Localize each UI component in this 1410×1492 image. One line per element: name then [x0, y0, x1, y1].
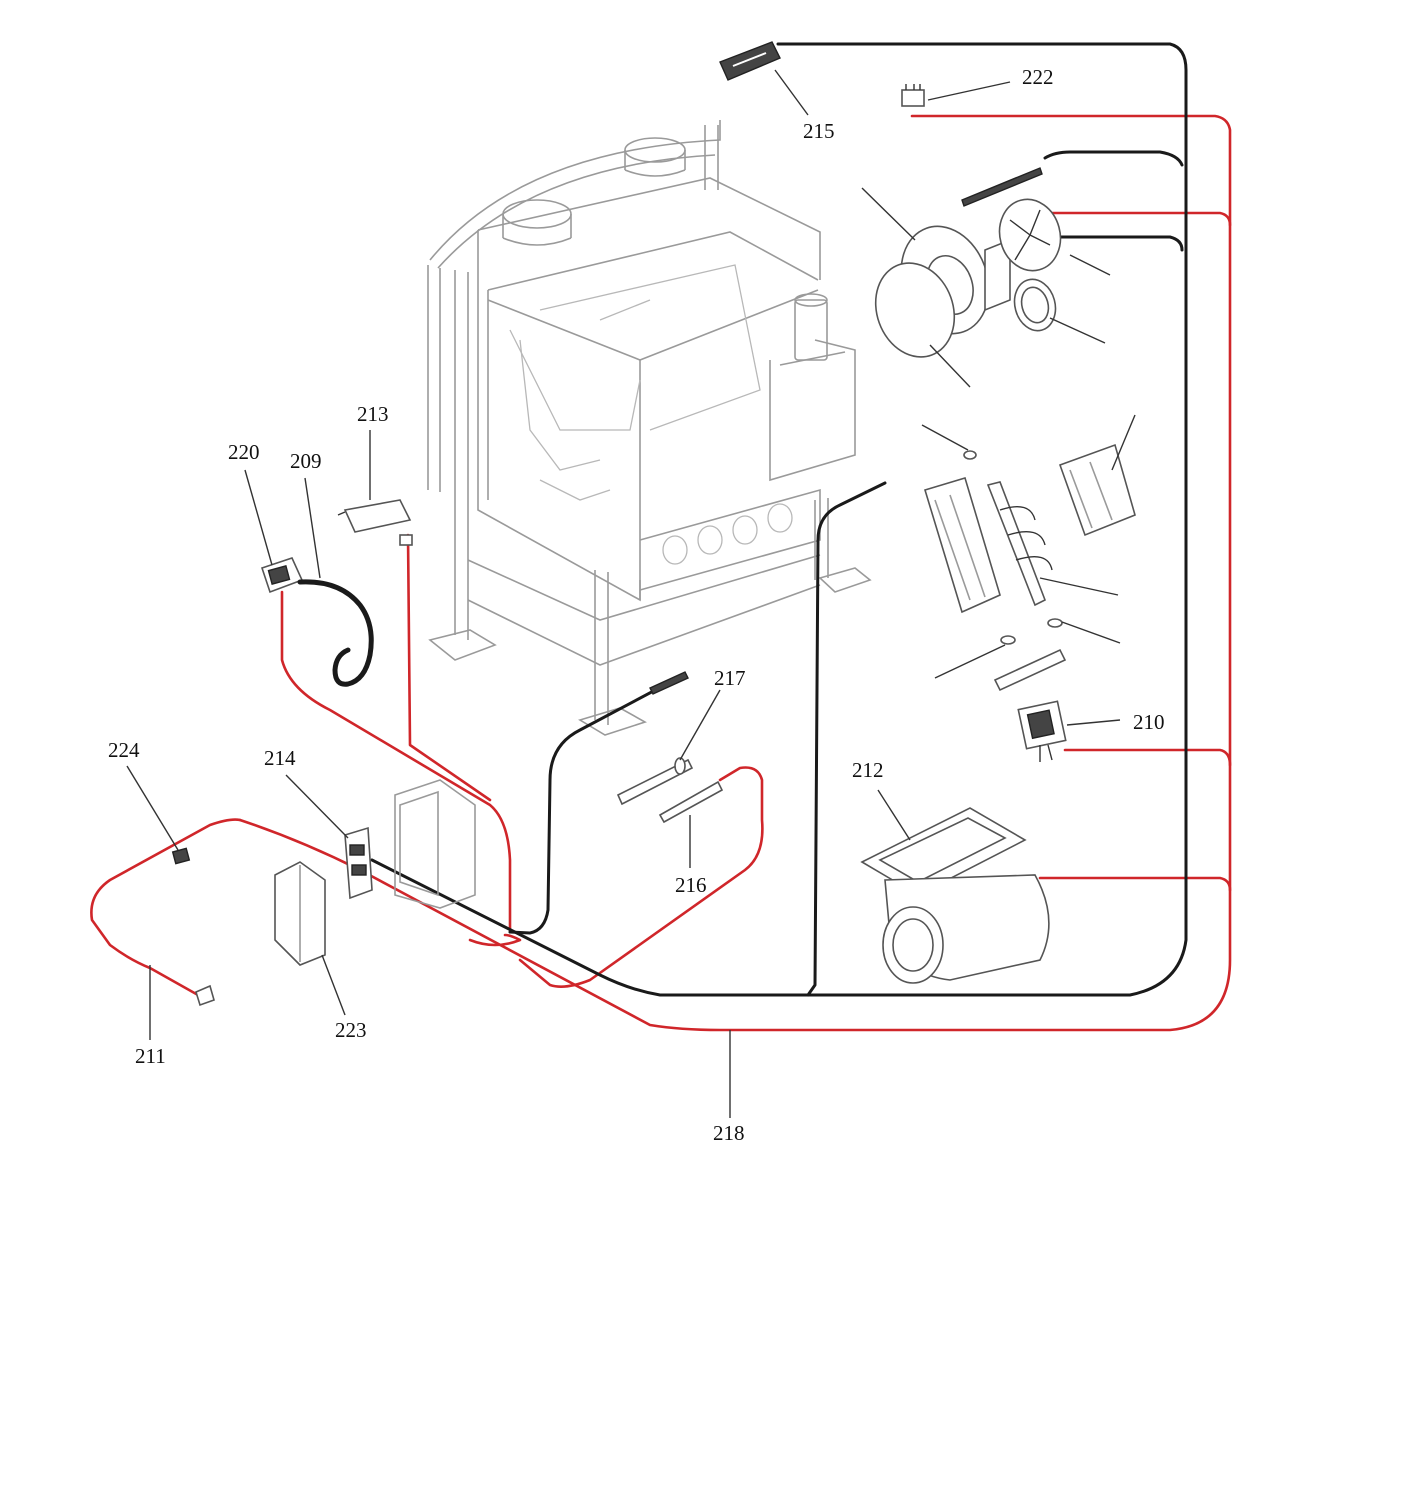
callout-218: 218	[713, 1121, 745, 1145]
callout-215: 215	[803, 119, 835, 143]
harness-218-red	[238, 114, 1232, 1032]
callout-211: 211	[135, 1044, 166, 1068]
blower-212	[860, 807, 1050, 984]
callout-213: 213	[357, 402, 389, 426]
callout-217: 217	[714, 666, 746, 690]
callout-222: 222	[1022, 65, 1054, 89]
plug-211	[195, 984, 215, 1007]
box-223	[274, 861, 326, 966]
motor-210	[1017, 700, 1067, 762]
igniter-217	[616, 671, 724, 824]
callout-212: 212	[852, 758, 884, 782]
callout-labels: 215 222 213 220 209 217 210 224 214 212 …	[108, 65, 1165, 1145]
callout-220: 220	[228, 440, 260, 464]
switch-224	[171, 847, 191, 865]
callout-214: 214	[264, 746, 296, 770]
switch-222	[901, 84, 925, 107]
callout-223: 223	[335, 1018, 367, 1042]
pressure-switch-213	[337, 499, 413, 546]
callout-210: 210	[1133, 710, 1165, 734]
auger-parts	[924, 443, 1136, 692]
control-board-214	[344, 779, 476, 909]
callout-216: 216	[675, 873, 707, 897]
stove-body	[427, 120, 872, 736]
display-215	[719, 41, 781, 81]
leader-lines	[126, 69, 1136, 1118]
red-wiring	[90, 114, 1232, 1032]
callout-209: 209	[290, 449, 322, 473]
sensor-220	[260, 557, 304, 594]
callout-224: 224	[108, 738, 140, 762]
cable-209	[297, 579, 374, 687]
black-wiring	[370, 42, 1188, 997]
exhaust-blower	[874, 167, 1062, 358]
